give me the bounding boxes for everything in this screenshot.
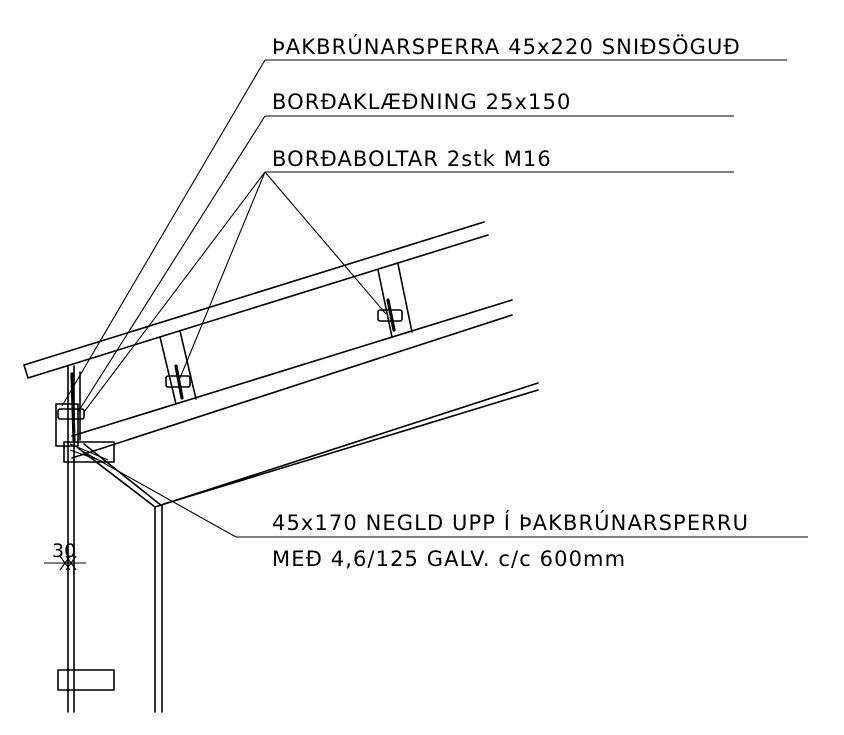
eave-block-lower — [63, 441, 115, 463]
inner-wall — [154, 505, 163, 713]
rafter-callout: ÞAKBRÚNARSPERRA 45x220 SNIÐSÖGUÐ — [61, 34, 787, 407]
boarding-callout: BORÐAKLÆÐNING 25x150 — [77, 90, 734, 413]
spacer-block-1 — [159, 330, 197, 405]
bolt-3 — [57, 372, 85, 442]
eave-block-upper — [55, 403, 79, 447]
boarding-label: BORÐAKLÆÐNING 25x150 — [272, 90, 571, 114]
joist-leader — [83, 451, 237, 538]
roof-boarding — [23, 221, 489, 379]
spacer-block-2 — [377, 263, 413, 338]
bolt-1 — [165, 364, 191, 400]
bolt-2 — [377, 298, 403, 332]
bolts-leader-3 — [264, 171, 387, 315]
joist-label-line1: 45x170 NEGLD UPP Í ÞAKBRÚNARSPERRU — [272, 510, 749, 535]
dimension-value: 30 — [52, 540, 76, 562]
ceiling-joist — [154, 382, 539, 508]
joist-label-line2: MEÐ 4,6/125 GALV. c/c 600mm — [272, 547, 626, 571]
base-block — [57, 669, 115, 691]
bolts-label: BORÐABOLTAR 2stk M16 — [272, 147, 552, 171]
bolts-leader-2 — [179, 171, 266, 379]
eave-diagonals — [77, 443, 163, 508]
bolts-callout: BORÐABOLTAR 2stk M16 — [83, 147, 734, 413]
bolts-leader-1 — [83, 171, 266, 413]
rafter-label: ÞAKBRÚNARSPERRA 45x220 SNIÐSÖGUÐ — [272, 34, 741, 59]
eave-rafter — [71, 299, 513, 459]
joist-callout: 45x170 NEGLD UPP Í ÞAKBRÚNARSPERRU MEÐ 4… — [83, 451, 808, 571]
dimension-30: 30 — [44, 540, 86, 571]
rafter-leader — [61, 59, 266, 407]
boarding-leader — [77, 115, 266, 413]
